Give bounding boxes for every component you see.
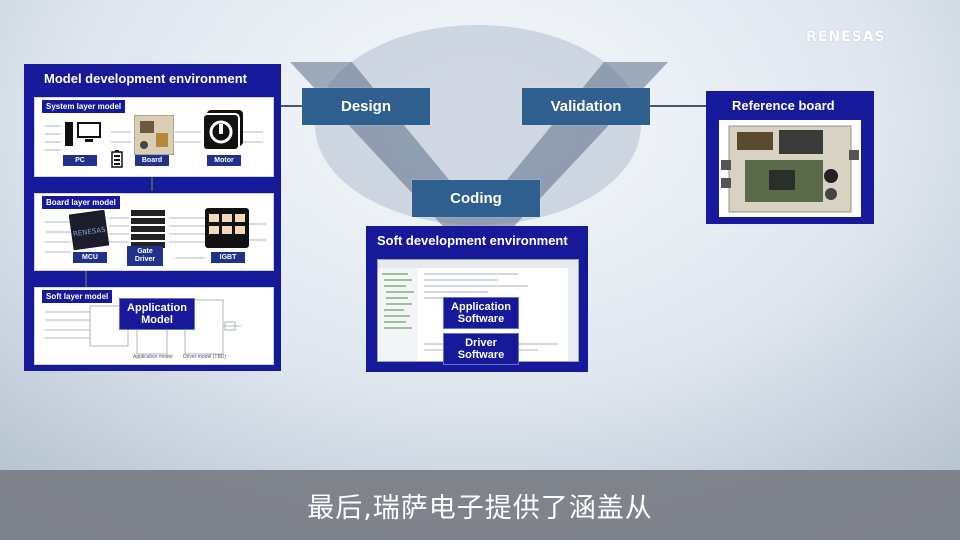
reference-board-photo — [719, 120, 861, 217]
phase-design: Design — [302, 88, 430, 125]
soft-layer-box: Soft layer model Application Model Appli… — [34, 287, 274, 365]
gate-driver-label: Gate Driver — [127, 246, 163, 266]
driver-software-label: Driver Software — [457, 337, 505, 361]
battery-icon — [111, 150, 123, 168]
soft-layer-tag: Soft layer model — [42, 290, 113, 303]
soft-dev-env-panel: Soft development environment Application… — [366, 226, 588, 372]
subtitle-text: 最后,瑞萨电子提供了涵盖从 — [307, 492, 653, 524]
system-layer-tag: System layer model — [42, 100, 126, 113]
app-model-caption: Application model — [133, 354, 173, 360]
layer-connector-2 — [85, 271, 87, 287]
phase-coding: Coding — [412, 180, 540, 217]
phase-validation-label: Validation — [550, 98, 622, 115]
system-layer-diagram — [45, 125, 263, 151]
driver-software-box: Driver Software — [443, 333, 519, 365]
reference-board-title: Reference board — [732, 98, 835, 113]
layer-connector-1 — [151, 177, 153, 191]
board-layer-diagram — [45, 217, 267, 259]
driver-model-caption: Driver model (TBD) — [183, 354, 227, 360]
soft-dev-env-title: Soft development environment — [377, 233, 568, 248]
motor-icon — [203, 110, 243, 150]
model-dev-env-title: Model development environment — [44, 71, 247, 86]
application-software-box: Application Software — [443, 297, 519, 329]
board-layer-box: Board layer model RENESAS — [34, 193, 274, 271]
phase-validation: Validation — [522, 88, 650, 125]
board-layer-tag: Board layer model — [42, 196, 120, 209]
system-layer-box: System layer model — [34, 97, 274, 177]
renesas-logo: RENESAS — [806, 29, 886, 45]
application-software-label: Application Software — [451, 301, 511, 325]
igbt-module-icon — [205, 208, 249, 248]
application-model-box: Application Model — [119, 298, 195, 330]
subtitle-bar: 最后,瑞萨电子提供了涵盖从 — [0, 470, 960, 540]
pc-label: PC — [63, 155, 97, 166]
gate-driver-icon — [131, 210, 165, 248]
pc-icon — [65, 122, 101, 146]
reference-board-panel: Reference board — [706, 91, 874, 224]
mcu-label: MCU — [73, 252, 107, 263]
connector-validation — [650, 105, 708, 107]
phase-design-label: Design — [340, 98, 391, 115]
board-icon — [134, 115, 174, 155]
igbt-label: IGBT — [211, 252, 245, 263]
board-label: Board — [135, 155, 169, 166]
mcu-chip-icon: RENESAS — [69, 210, 109, 250]
motor-label: Motor — [207, 155, 241, 166]
connector-design — [280, 105, 304, 107]
model-dev-env-panel: Model development environment System lay… — [24, 64, 281, 371]
reference-board-graphic — [721, 125, 859, 213]
application-model-label: Application Model — [127, 302, 187, 326]
phase-coding-label: Coding — [450, 190, 502, 207]
